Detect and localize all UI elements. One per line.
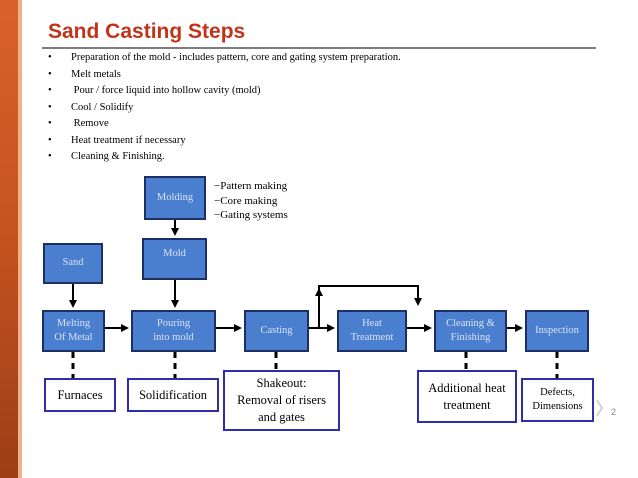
node-pouring: Pouring into mold bbox=[131, 310, 216, 352]
bullet-item: • Preparation of the mold - includes patt… bbox=[44, 50, 594, 67]
note-solidification: Solidification bbox=[127, 378, 219, 412]
node-casting: Casting bbox=[244, 310, 309, 352]
node-mold: Mold bbox=[142, 238, 207, 280]
bullet-list: • Preparation of the mold - includes patt… bbox=[44, 50, 594, 166]
bullet-dot: • bbox=[48, 101, 52, 113]
note-label: Solidification bbox=[138, 387, 208, 402]
bullet-dot: • bbox=[48, 151, 52, 162]
bullet-item: • Heat treatment if necessary bbox=[44, 133, 594, 150]
bullet-dot: • bbox=[48, 52, 52, 63]
bullet-item: • Remove bbox=[44, 116, 594, 133]
bullet-dot: • bbox=[48, 134, 52, 146]
node-sand: Sand bbox=[43, 243, 103, 284]
bullet-item: • Cleaning & Finishing. bbox=[44, 149, 594, 166]
bullet-dot: • bbox=[48, 118, 52, 129]
bullet-text: Cleaning & Finishing. bbox=[71, 151, 165, 162]
note-defects: Defects, Dimensions bbox=[521, 378, 594, 422]
left-accent-stripe bbox=[18, 0, 22, 478]
bullet-text: Preparation of the mold - includes patte… bbox=[71, 52, 401, 63]
bullet-text: Pour / force liquid into hollow cavity (… bbox=[71, 85, 261, 96]
bullet-text: Heat treatment if necessary bbox=[71, 134, 186, 146]
node-label: Heat Treatment bbox=[350, 317, 394, 343]
note-label: Furnaces bbox=[57, 387, 103, 402]
note-label: Additional heat treatment bbox=[428, 380, 506, 412]
node-molding: Molding bbox=[144, 176, 206, 220]
node-label: Melting Of Metal bbox=[54, 317, 93, 343]
mold-note: −Core making bbox=[214, 194, 278, 207]
bullet-dot: • bbox=[48, 68, 52, 80]
note-label: Defects, Dimensions bbox=[532, 386, 583, 412]
node-label: Sand bbox=[62, 257, 84, 269]
left-accent-bar bbox=[0, 0, 18, 478]
slide-canvas bbox=[42, 18, 596, 436]
bullet-dot: • bbox=[48, 85, 52, 96]
node-label: Casting bbox=[260, 324, 293, 336]
bullet-text: Cool / Solidify bbox=[71, 101, 134, 113]
mold-note: −Pattern making bbox=[214, 180, 288, 192]
node-label: Inspection bbox=[535, 324, 579, 336]
node-melting: Melting Of Metal bbox=[42, 310, 105, 352]
solid-arrows bbox=[69, 220, 523, 332]
note-label: Shakeout: Removal of risers and gates bbox=[237, 376, 326, 424]
mold-note: −Gating systems bbox=[214, 209, 288, 221]
bullet-item: • Cool / Solidify bbox=[44, 100, 594, 117]
arrow-heat-bypass bbox=[318, 285, 422, 328]
slide-title: Sand Casting Steps bbox=[48, 20, 246, 43]
bullet-item: • Pour / force liquid into hollow cavity… bbox=[44, 83, 594, 100]
node-cleaning: Cleaning & Finishing bbox=[434, 310, 507, 352]
node-label: Cleaning & Finishing bbox=[446, 317, 495, 343]
bullet-item: • Melt metals bbox=[44, 67, 594, 84]
node-heat-treatment: Heat Treatment bbox=[337, 310, 407, 352]
page-number: 2 bbox=[611, 407, 617, 417]
note-furnaces: Furnaces bbox=[44, 378, 116, 412]
node-label: Pouring into mold bbox=[153, 317, 194, 343]
bullet-text: Melt metals bbox=[71, 68, 121, 80]
node-label: Mold bbox=[163, 248, 186, 259]
note-additional-heat: Additional heat treatment bbox=[417, 370, 517, 423]
chevron-right-icon bbox=[596, 399, 604, 417]
bullet-text: Remove bbox=[71, 118, 109, 129]
dashed-links bbox=[71, 352, 559, 378]
title-underline bbox=[42, 47, 596, 49]
note-shakeout: Shakeout: Removal of risers and gates bbox=[223, 370, 340, 431]
mold-notes: −Pattern making −Core making −Gating sys… bbox=[214, 179, 288, 223]
node-inspection: Inspection bbox=[525, 310, 589, 352]
node-label: Molding bbox=[156, 191, 194, 203]
